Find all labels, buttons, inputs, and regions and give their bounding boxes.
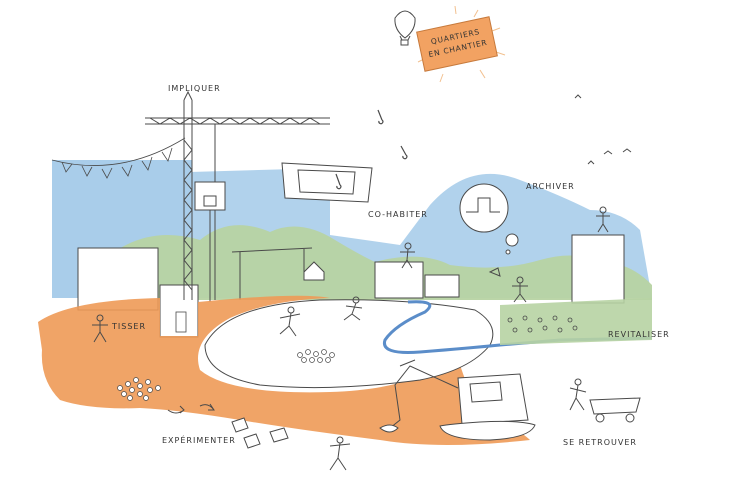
blocks [231, 417, 289, 449]
river [382, 300, 653, 354]
label-archiver: ARCHIVER [526, 182, 575, 191]
label-revitaliser: REVITALISER [608, 330, 670, 339]
pebbles [117, 349, 335, 401]
music-notes [335, 109, 408, 190]
label-se-retrouver: SE RETROUVER [563, 438, 637, 447]
field-right [500, 298, 652, 345]
birds [574, 94, 632, 165]
bunting [51, 137, 186, 179]
floating-frame [281, 162, 373, 203]
round-window [459, 183, 519, 255]
building-right [571, 234, 625, 304]
label-experimenter: EXPÉRIMENTER [162, 436, 236, 445]
building-center [374, 261, 424, 299]
title-banner: QUARTIERS EN CHANTIER [415, 15, 498, 74]
label-tisser: TISSER [112, 322, 147, 331]
pergola [231, 247, 325, 300]
banner-shape [416, 16, 498, 72]
hot-air-balloon-icon [394, 10, 416, 46]
flowers [507, 315, 578, 333]
green-hills [90, 225, 652, 300]
arrows [167, 403, 215, 414]
label-impliquer: IMPLIQUER [168, 84, 221, 93]
figures [92, 206, 641, 471]
basketball-hoop [194, 181, 226, 302]
ground-area [38, 295, 530, 445]
kiosk-door [175, 311, 187, 333]
banner-rays [417, 5, 506, 83]
building-center-2 [424, 274, 460, 298]
label-cohabiter: CO-HABITER [368, 210, 428, 219]
excavator [379, 359, 536, 441]
crane [145, 90, 330, 300]
